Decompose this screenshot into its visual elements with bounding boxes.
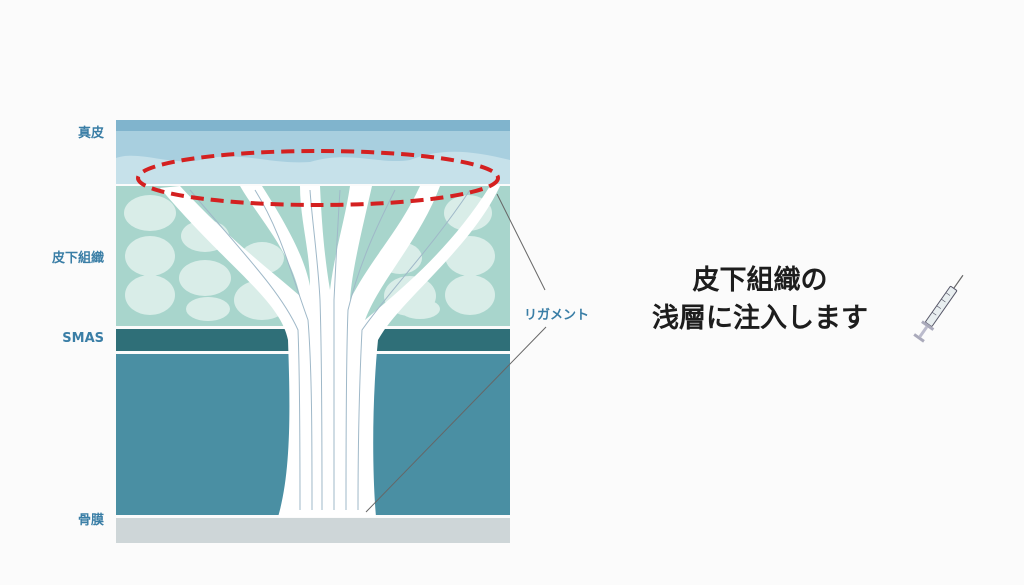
label-ligament: リガメント — [524, 308, 590, 323]
epidermis-layer — [116, 120, 510, 131]
ligament-leader-line-lower — [365, 326, 547, 513]
caption-line-2: 浅層に注入します — [652, 303, 868, 334]
caption-line-1: 皮下組織の — [692, 265, 828, 296]
label-periosteum: 骨膜 — [77, 513, 104, 528]
syringe-icon — [913, 274, 964, 343]
ligament-tree — [160, 186, 500, 517]
label-smas: SMAS — [62, 331, 104, 346]
caption: 皮下組織の 浅層に注入します — [630, 262, 890, 338]
ligament-leader-line-upper — [496, 193, 546, 291]
periosteum-layer — [116, 518, 510, 543]
injection-target-ellipse — [136, 149, 500, 207]
label-dermis: 真皮 — [77, 126, 104, 141]
label-subcutaneous: 皮下組織 — [51, 251, 104, 266]
